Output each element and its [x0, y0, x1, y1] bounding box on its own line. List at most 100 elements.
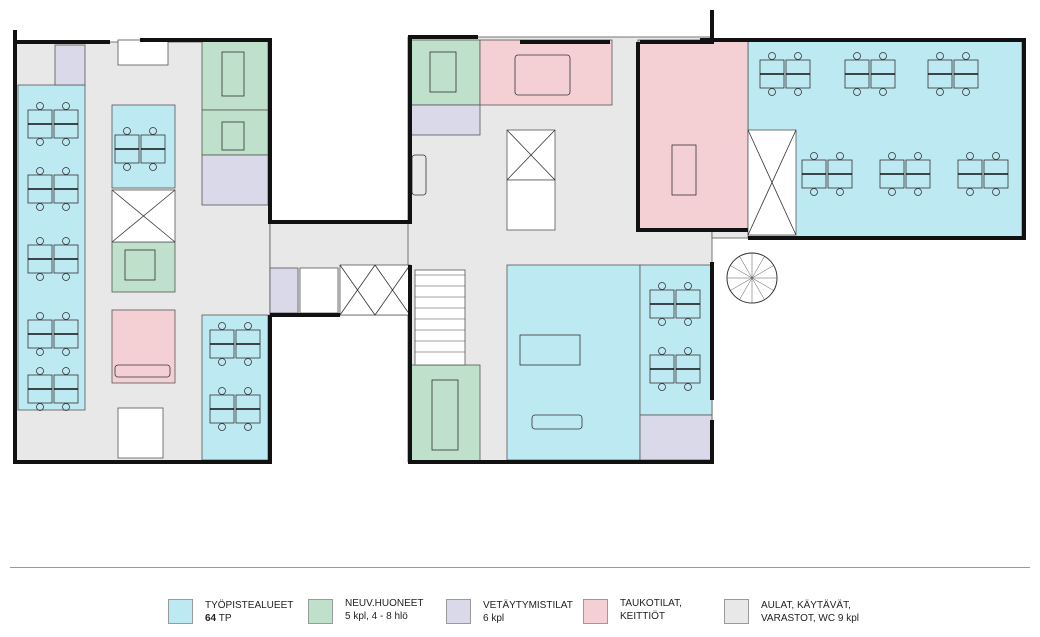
wall	[140, 35, 478, 224]
legend-sub: 5 kpl, 4 - 8 hlö	[345, 611, 408, 622]
table	[671, 144, 697, 196]
legend-sub: KEITTIÖT	[620, 611, 665, 622]
chair	[62, 273, 70, 281]
spiral-step	[751, 265, 774, 279]
legend-workspace: TYÖPISTEALUEET 64 TP	[168, 599, 293, 625]
legend-swatch-retreat	[446, 599, 471, 624]
chair	[962, 52, 970, 60]
wall	[13, 42, 272, 464]
meeting-room-2	[201, 109, 269, 156]
service-core	[506, 179, 556, 231]
kitchen	[637, 39, 749, 231]
chair	[36, 273, 44, 281]
chair	[810, 188, 818, 196]
service-core	[117, 407, 164, 459]
chair	[62, 312, 70, 320]
table	[519, 334, 581, 366]
spiral-step	[739, 256, 753, 279]
chair	[914, 152, 922, 160]
chair	[853, 88, 861, 96]
chair	[36, 138, 44, 146]
chair	[218, 358, 226, 366]
retreat-room-2	[201, 154, 269, 206]
chair	[936, 52, 944, 60]
chair	[62, 167, 70, 175]
chair	[244, 322, 252, 330]
sofa	[531, 414, 583, 430]
chair	[36, 348, 44, 356]
service-core	[339, 264, 411, 316]
chair	[810, 152, 818, 160]
chair	[218, 387, 226, 395]
sofa	[514, 54, 571, 96]
spiral-step	[730, 265, 753, 279]
chair	[992, 152, 1000, 160]
legend-break: TAUKOTILAT,KEITTIÖT	[583, 598, 682, 624]
break-room-2	[479, 39, 613, 106]
chair	[36, 367, 44, 375]
legend-title: TYÖPISTEALUEET	[205, 600, 294, 611]
chair	[879, 88, 887, 96]
legend-title: VETÄYTYMISTILAT	[483, 600, 573, 611]
service-core	[299, 267, 339, 314]
chair	[123, 163, 131, 171]
legend-sub: TP	[216, 613, 232, 624]
legend-swatch-workspace	[168, 599, 193, 624]
chair	[962, 88, 970, 96]
legend-sub: VARASTOT, WC 9 kpl	[761, 613, 859, 624]
wall	[408, 265, 714, 464]
elevator-cross	[506, 129, 556, 181]
break-room-1	[111, 309, 176, 384]
meeting-room-4	[409, 39, 481, 106]
chair	[36, 167, 44, 175]
retreat-room-1	[54, 44, 86, 86]
chair	[914, 188, 922, 196]
chair	[888, 152, 896, 160]
retreat-room-5	[639, 414, 713, 461]
legend-meeting: NEUV.HUONEET 5 kpl, 4 - 8 hlö	[308, 598, 424, 624]
chair	[658, 318, 666, 326]
elevator-cross	[747, 129, 797, 236]
chair	[218, 322, 226, 330]
workspace-middle-right	[639, 264, 713, 416]
chair	[966, 152, 974, 160]
chair	[218, 423, 226, 431]
service-core	[414, 269, 466, 366]
table	[124, 249, 156, 281]
legend-title: AULAT, KÄYTÄVÄT,	[761, 600, 851, 611]
legend-common: AULAT, KÄYTÄVÄT, VARASTOT, WC 9 kpl	[724, 599, 859, 625]
chair	[853, 52, 861, 60]
workspace-middle	[506, 264, 641, 461]
spiral-step	[751, 256, 765, 279]
chair	[36, 403, 44, 411]
wall	[636, 42, 748, 232]
table	[221, 51, 245, 97]
chair	[62, 102, 70, 110]
chair	[879, 52, 887, 60]
meeting-room-3	[111, 241, 176, 293]
chair	[836, 188, 844, 196]
elevator-cross	[374, 264, 411, 316]
elevator-cross	[111, 189, 176, 243]
chair	[936, 88, 944, 96]
legend-swatch-common	[724, 599, 749, 624]
chair	[658, 282, 666, 290]
chair	[836, 152, 844, 160]
legend-swatch-meeting	[308, 599, 333, 624]
chair	[62, 348, 70, 356]
table	[431, 379, 459, 451]
chair	[36, 237, 44, 245]
chair	[684, 347, 692, 355]
chair	[62, 203, 70, 211]
legend-count: 64	[205, 613, 217, 624]
chair	[36, 203, 44, 211]
chair	[244, 423, 252, 431]
spiral-step	[751, 277, 774, 291]
meeting-room-1	[201, 39, 269, 111]
retreat-room-3	[409, 104, 481, 136]
chair	[684, 282, 692, 290]
chair	[888, 188, 896, 196]
chair	[658, 383, 666, 391]
legend-title: NEUV.HUONEET	[345, 598, 424, 609]
